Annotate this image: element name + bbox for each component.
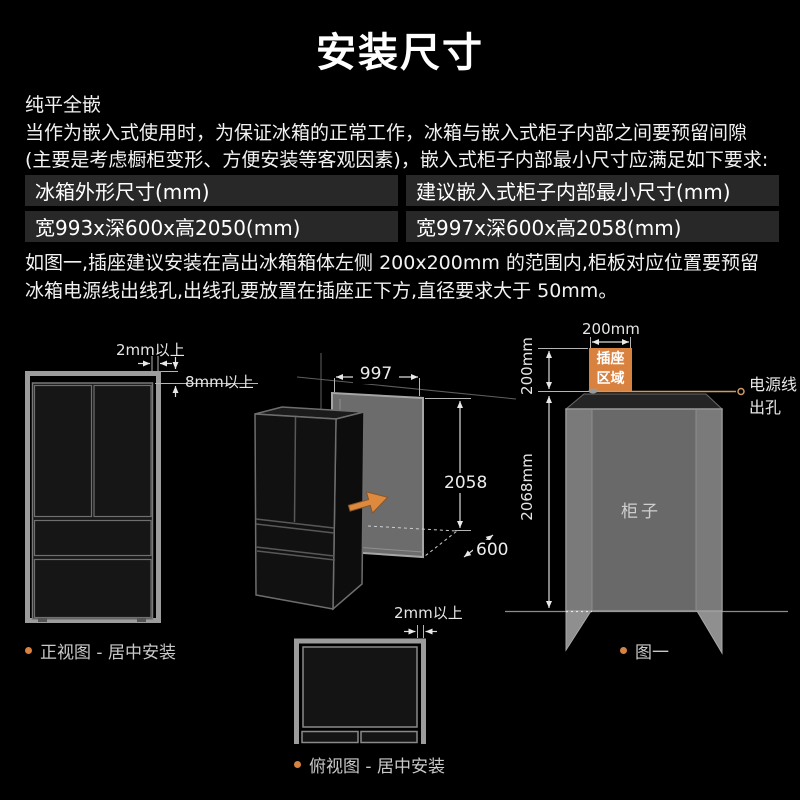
figure1-caption-label: 图一 [635,643,669,663]
spec-table-value-fridge-dims: 宽993x深600x高2050(mm) [25,211,398,242]
niche-insertion-diagram [254,353,517,611]
page-title: 安装尺寸 [316,30,484,76]
spec-table-header-cabinet-min-dims: 建议嵌入式柜子内部最小尺寸(mm) [406,175,779,206]
socket-width-label: 200mm [582,320,640,338]
bullet-icon [25,647,32,654]
front-view-diagram [25,356,258,623]
power-hole-label: 电源线 出孔 [749,375,798,417]
front-view-caption-label: 正视图 - 居中安装 [40,643,176,663]
spec-table-value-cabinet-min-dims: 宽997x深600x高2058(mm) [406,211,779,242]
socket-area-box [589,348,632,392]
niche-depth-label: 600 [473,540,512,560]
power-hole-circle [737,387,745,396]
figure1-diagram [505,337,788,655]
niche-height-label: 2058 [441,473,491,493]
socket-area-label: 插座 区域 [596,351,625,387]
cabinet-height-label: 2068mm [518,453,536,521]
refrigerator-3d [254,406,365,611]
spec-table: 冰箱外形尺寸(mm) 建议嵌入式柜子内部最小尺寸(mm) 宽993x深600x高… [25,175,779,242]
cabinet-frame-top-view [294,638,426,744]
front-view-top-gap-label: 8mm以上 [185,373,254,391]
spec-table-header-fridge-dims: 冰箱外形尺寸(mm) [25,175,398,206]
top-view-caption: 俯视图 - 居中安装 [294,752,445,777]
front-view-side-gap-label: 2mm以上 [116,341,185,359]
note-text: 如图一,插座建议安装在高出冰箱箱体左侧 200x200mm 的范围内,柜板对应位… [25,252,759,302]
niche-width-label: 997 [353,364,399,384]
bullet-icon [294,761,301,768]
top-view-diagram [294,625,437,744]
bullet-icon [620,647,627,654]
figure1-caption: 图一 [620,638,669,663]
insertion-arrow-icon [347,491,389,515]
cabinet-label: 柜子 [621,502,661,522]
intro-text: 纯平全嵌 当作为嵌入式使用时，为保证冰箱的正常工作，冰箱与嵌入式柜子内部之间要预… [25,94,769,171]
cabinet-3d [564,393,724,655]
top-view-side-gap-label: 2mm以上 [394,604,463,622]
front-view-caption: 正视图 - 居中安装 [25,638,176,663]
power-hole-dot [588,388,598,394]
top-view-caption-label: 俯视图 - 居中安装 [309,757,445,777]
cabinet-frame-front-view [25,371,161,623]
fridge-body-top-view [302,646,418,728]
socket-offset-label: 200mm [518,337,536,395]
